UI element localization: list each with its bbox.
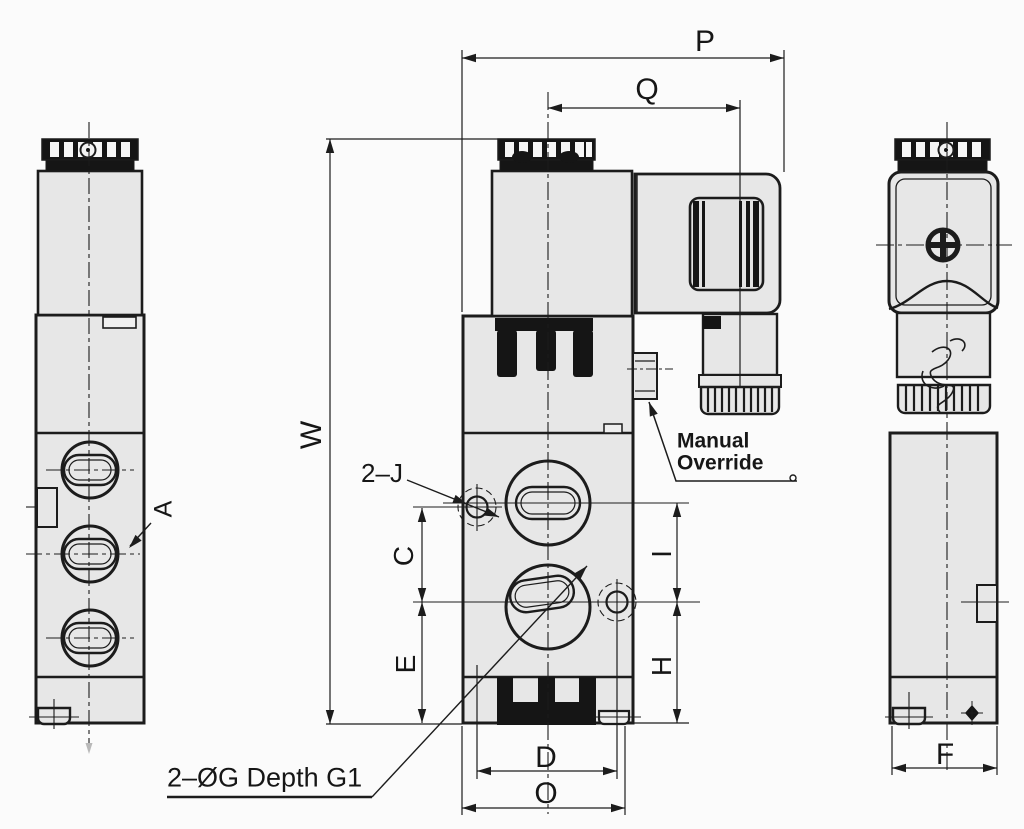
- dim-label-i: I: [646, 550, 677, 558]
- thread-note-label: 2–ØG Depth G1: [167, 762, 363, 793]
- dim-label-h: H: [646, 655, 677, 677]
- manual-override-button: [627, 352, 673, 400]
- manual-override-label-line2: Override: [677, 451, 764, 475]
- dimensions: [325, 50, 998, 815]
- dim-p: [461, 50, 785, 312]
- right-side-view: [876, 122, 1012, 772]
- callout-label-2j: 2–J: [361, 458, 403, 488]
- dim-label-d: D: [535, 741, 557, 774]
- front-view: [413, 92, 782, 814]
- dim-i-h: [633, 503, 689, 724]
- callout-label-a: A: [149, 500, 178, 518]
- leader-manual-override: [648, 401, 797, 482]
- dim-q: [548, 100, 741, 388]
- leader-2j: [406, 479, 500, 518]
- bottom-seal: [497, 677, 596, 725]
- dim-label-e: E: [390, 654, 421, 674]
- coil-cap-right: [894, 138, 991, 172]
- coil-cap: [41, 138, 139, 172]
- dim-label-p: P: [694, 25, 716, 58]
- leader-a: [129, 522, 152, 548]
- strain-relief-sketch: [921, 338, 966, 413]
- dim-label-o: O: [534, 777, 558, 810]
- dim-c-e: [417, 508, 427, 723]
- dim-label-c: C: [388, 545, 419, 567]
- callout-leaders: [129, 401, 797, 799]
- coil-cap-front: [497, 138, 596, 172]
- dim-label-f: F: [935, 738, 955, 771]
- mounting-tabs: [495, 318, 593, 377]
- dim-label-w: W: [295, 420, 328, 450]
- left-side-view: [26, 122, 146, 754]
- locator-diamond-icon: [961, 701, 983, 725]
- manual-override-label-line1: Manual: [677, 429, 750, 453]
- dim-label-q: Q: [635, 73, 659, 106]
- dim-f: [891, 726, 998, 775]
- leader-thread-note: [167, 565, 588, 799]
- dim-o: [461, 726, 626, 815]
